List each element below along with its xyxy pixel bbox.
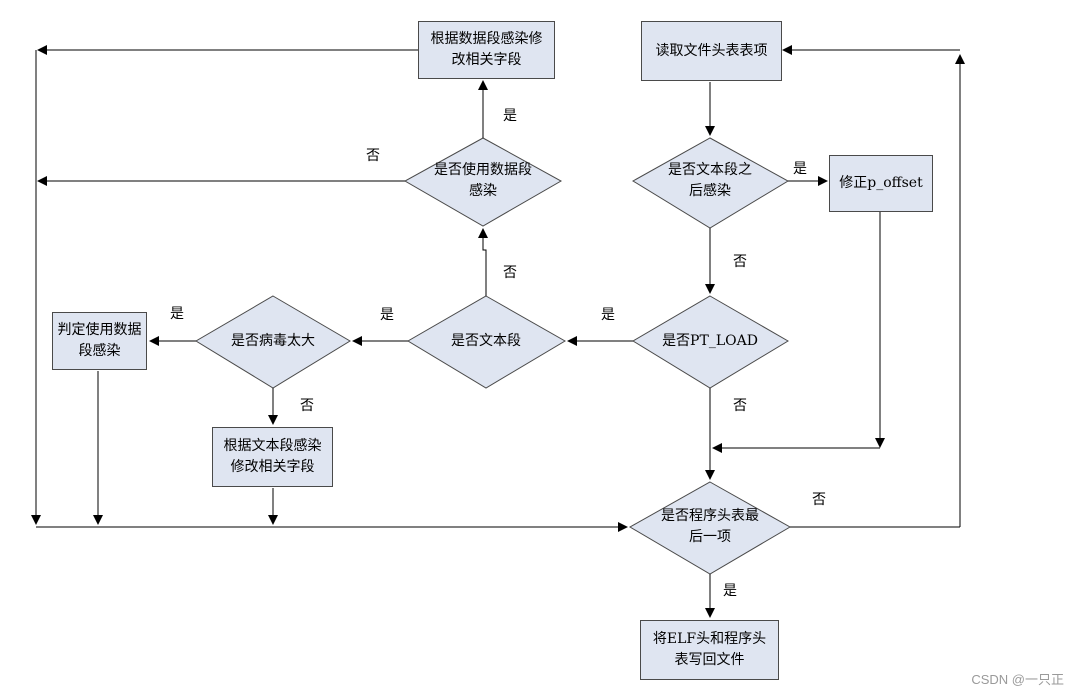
edge-text-segment-no [478,228,488,296]
label-after-text-no: 否 [733,254,747,270]
box-fix-p-offset: 修正p_offset [829,155,933,212]
label-use-data-no: 否 [366,148,380,164]
label-last-header-yes: 是 [723,583,737,599]
box-modify-by-text-segment: 根据文本段感染修改相关字段 [212,427,333,487]
diamond-text-segment-text: 是否文本段 [451,333,521,349]
box-read-program-header-text: 读取文件头表表项 [655,42,768,59]
box-modify-by-data-segment-text: 根据数据段感染修改相关字段 [430,31,543,68]
label-text-segment-no: 否 [503,265,517,281]
diamond-use-data-segment-text: 是否使用数据段感染 [434,162,532,199]
box-write-back: 将ELF头和程序头表写回文件 [640,620,779,680]
label-last-header-no: 否 [812,492,826,508]
diamond-pt-load-text: 是否PT_LOAD [662,333,758,349]
box-modify-by-text-segment-text: 根据文本段感染修改相关字段 [223,438,322,475]
box-mark-use-data-segment: 判定使用数据段感染 [52,312,147,370]
label-text-segment-yes: 是 [380,307,394,323]
label-use-data-yes: 是 [503,108,517,124]
diamond-text-segment [407,295,566,389]
box-fix-p-offset-text: 修正p_offset [839,175,923,191]
label-virus-large-no: 否 [300,398,314,414]
label-pt-load-no: 否 [733,398,747,414]
box-mark-use-data-segment-text: 判定使用数据段感染 [57,322,142,359]
diamond-last-header-text: 是否程序头表最后一项 [661,508,759,545]
box-modify-by-data-segment: 根据数据段感染修改相关字段 [418,21,555,79]
box-read-program-header: 读取文件头表表项 [641,21,782,81]
label-pt-load-yes: 是 [601,307,615,323]
diamond-after-text-segment-text: 是否文本段之后感染 [668,162,752,199]
box-write-back-text: 将ELF头和程序头表写回文件 [652,631,767,668]
watermark: CSDN @一只正 [971,672,1064,687]
diamond-virus-too-large-text: 是否病毒太大 [231,333,315,349]
diamond-use-data-segment [403,137,563,227]
label-after-text-yes: 是 [793,161,807,177]
label-mark-data-yes: 是 [170,306,184,322]
